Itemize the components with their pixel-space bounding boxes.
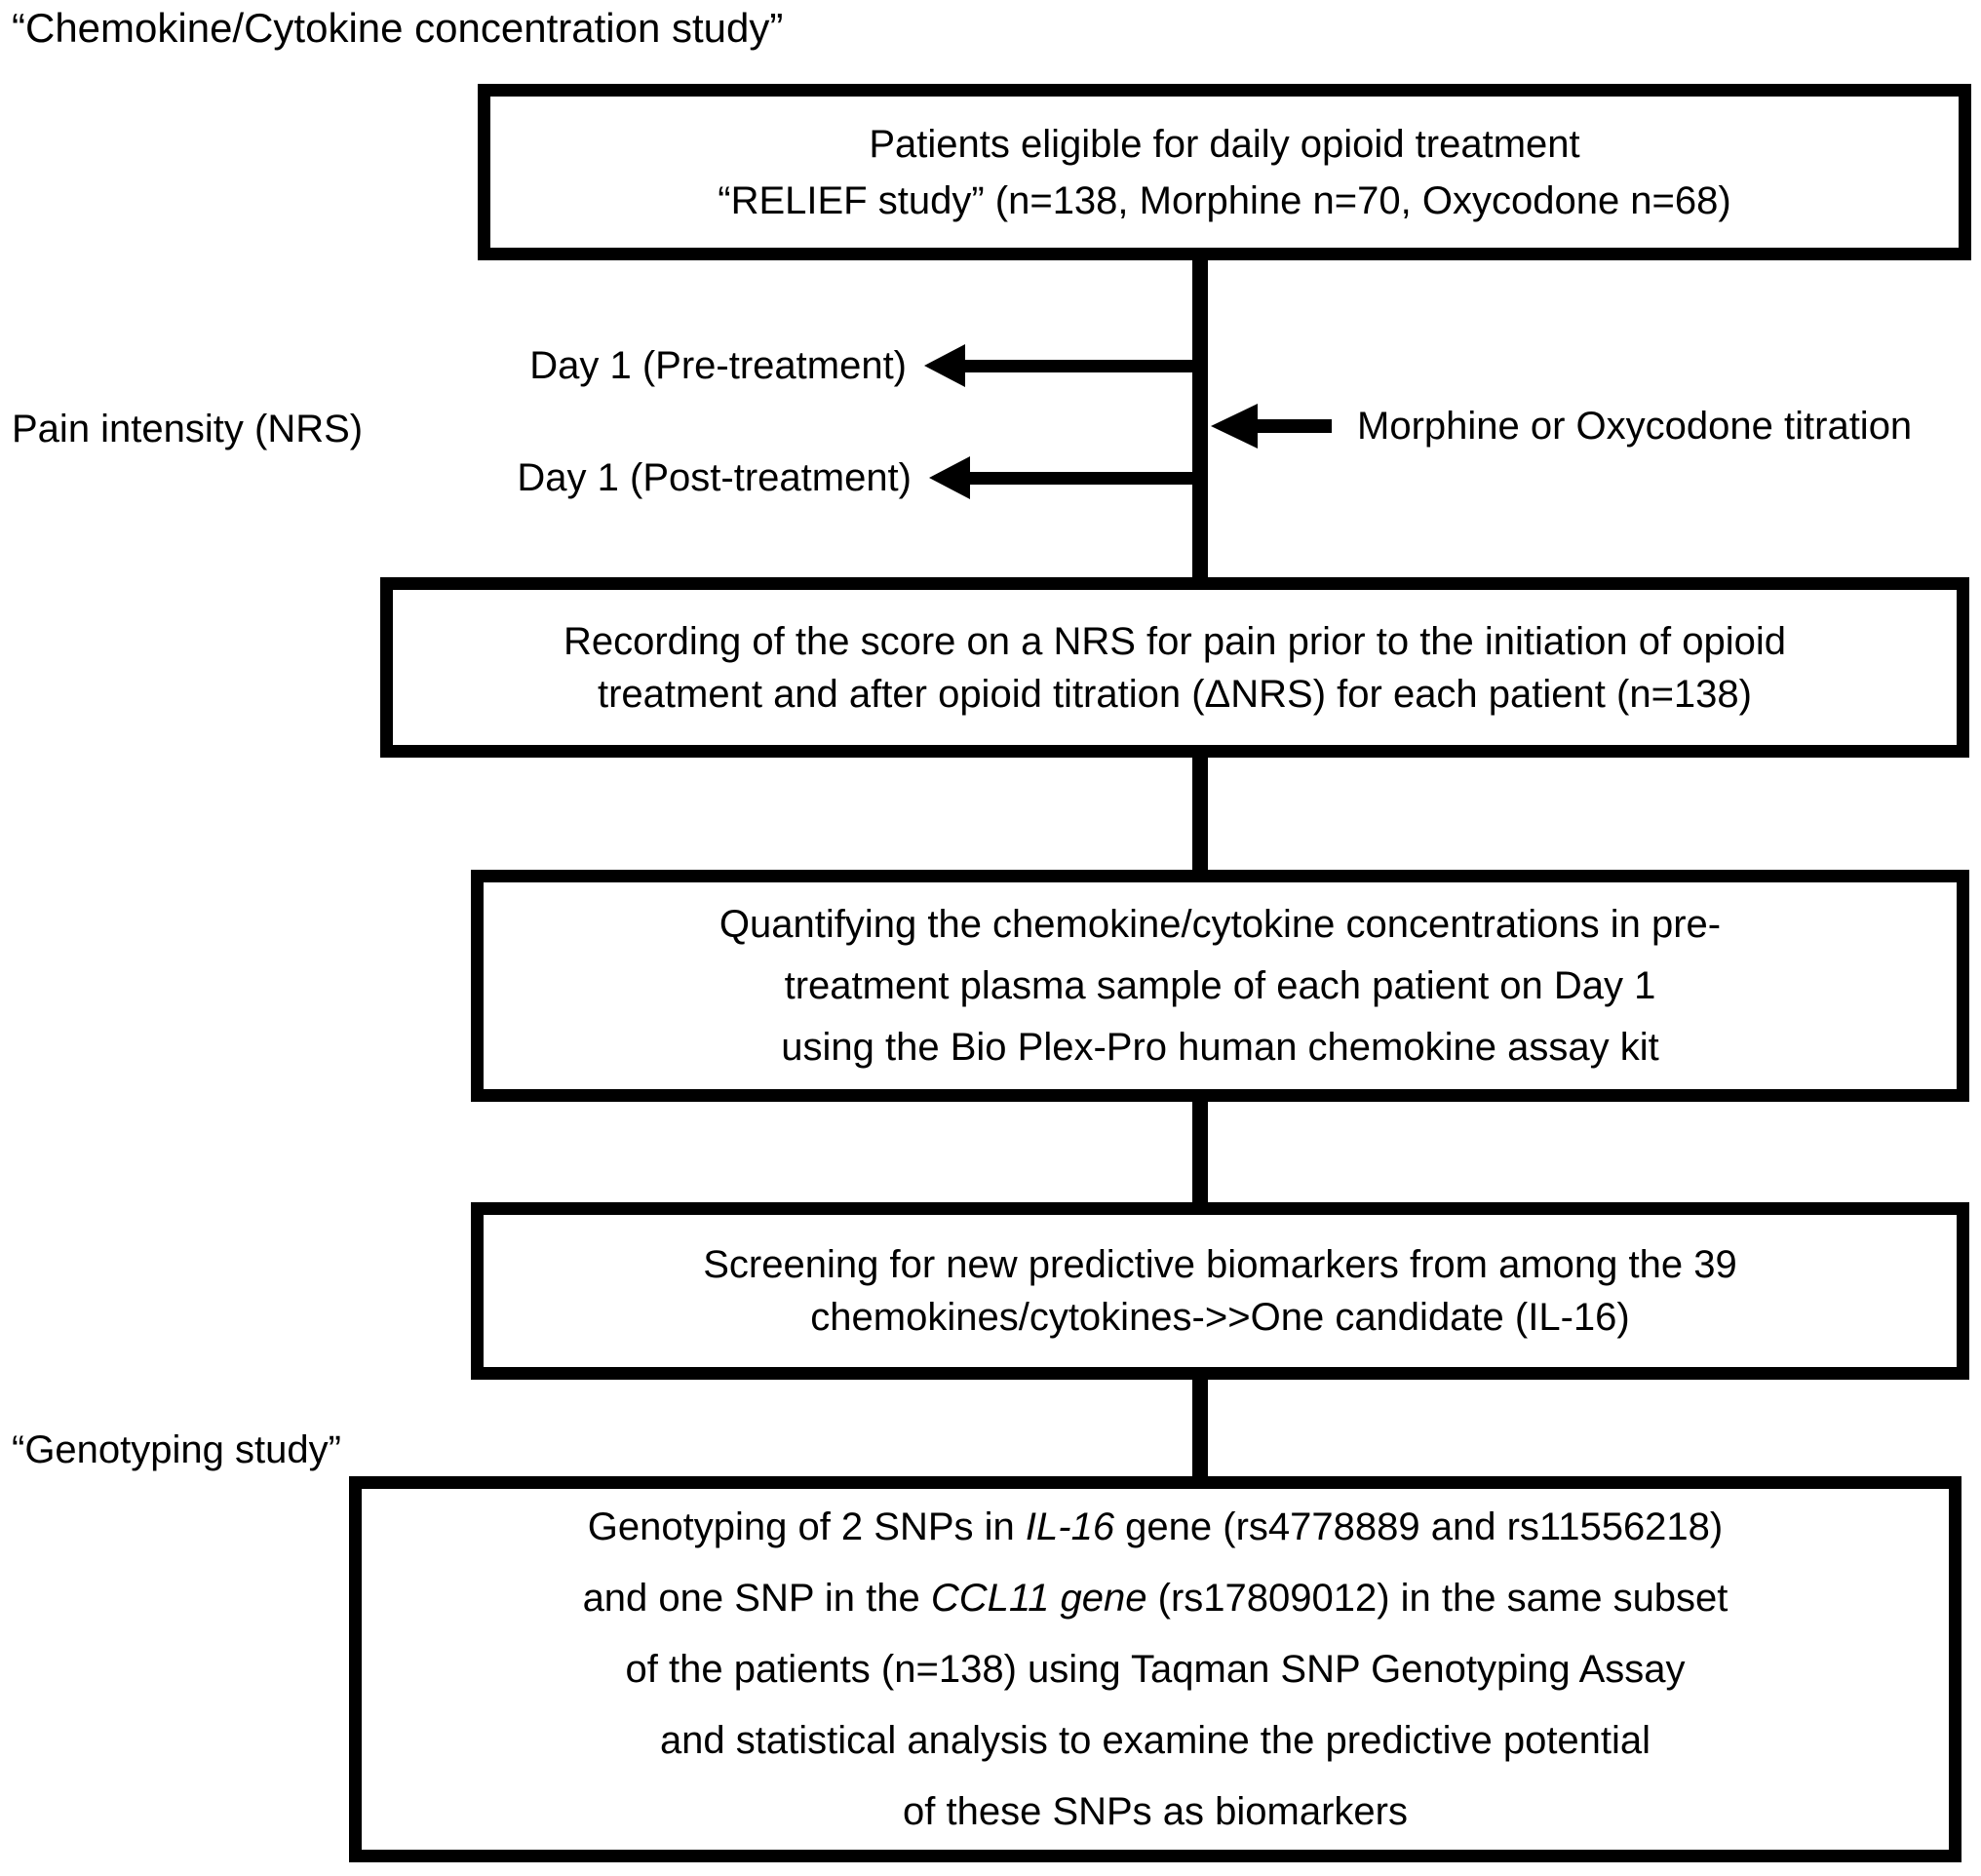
connector-box2-box3: [1192, 751, 1208, 878]
genotyping-box-line4: and statistical analysis to examine the …: [659, 1718, 1651, 1762]
gene-name-ccl11-italic: CCL11 gene: [930, 1576, 1147, 1620]
nrs-recording-box-line1: Recording of the score on a NRS for pain…: [563, 619, 1787, 663]
post-treatment-arrowhead-icon: [929, 456, 970, 499]
genotyping-line1-text-cont: gene (rs4778889 and rs11556218): [1114, 1505, 1724, 1548]
genotyping-line2-text: and one SNP in the: [582, 1576, 931, 1620]
genotyping-box-line5: of these SNPs as biomarkers: [903, 1789, 1408, 1833]
eligibility-box-line1: Patients eligible for daily opioid treat…: [869, 122, 1580, 166]
pre-treatment-arrow-shaft: [961, 360, 1192, 372]
gene-name-il16-italic: IL-16: [1025, 1505, 1115, 1548]
titration-arrowhead-icon: [1211, 404, 1258, 449]
genotyping-line1-text: Genotyping of 2 SNPs in: [587, 1505, 1026, 1548]
day1-post-treatment-label: Day 1 (Post-treatment): [517, 456, 912, 499]
post-treatment-arrow-shaft: [966, 472, 1192, 485]
genotyping-box: Genotyping of 2 SNPs in IL-16 gene (rs47…: [349, 1476, 1962, 1862]
nrs-recording-box-line2: treatment and after opioid titration (ΔN…: [597, 672, 1752, 716]
genotyping-box-line2: and one SNP in the CCL11 gene (rs1780901…: [583, 1563, 1729, 1634]
eligibility-box: Patients eligible for daily opioid treat…: [478, 84, 1971, 260]
quantify-box-line3: using the Bio Plex-Pro human chemokine a…: [781, 1025, 1659, 1069]
quantify-box-line2: treatment plasma sample of each patient …: [784, 963, 1656, 1007]
pain-intensity-label: Pain intensity (NRS): [12, 408, 364, 450]
connector-box4-box5: [1192, 1375, 1208, 1484]
connector-box3-box4: [1192, 1097, 1208, 1214]
eligibility-box-line2: “RELIEF study” (n=138, Morphine n=70, Ox…: [718, 178, 1731, 222]
genotyping-box-line1: Genotyping of 2 SNPs in IL-16 gene (rs47…: [588, 1492, 1724, 1563]
quantify-box: Quantifying the chemokine/cytokine conce…: [471, 870, 1969, 1102]
titration-label: Morphine or Oxycodone titration: [1357, 405, 1913, 448]
day1-pre-treatment-label: Day 1 (Pre-treatment): [529, 344, 907, 387]
screening-box: Screening for new predictive biomarkers …: [471, 1202, 1969, 1380]
screening-box-line2: chemokines/cytokines->>One candidate (IL…: [810, 1296, 1630, 1339]
genotyping-line2-text-cont: (rs17809012) in the same subset: [1146, 1576, 1729, 1620]
genotyping-box-line3: of the patients (n=138) using Taqman SNP…: [625, 1647, 1686, 1691]
nrs-recording-box: Recording of the score on a NRS for pain…: [380, 577, 1969, 758]
connector-box1-box2: [1192, 252, 1208, 589]
screening-box-line1: Screening for new predictive biomarkers …: [703, 1243, 1737, 1286]
titration-arrow-shaft: [1256, 419, 1332, 433]
quantify-box-line1: Quantifying the chemokine/cytokine conce…: [719, 902, 1722, 946]
genotyping-study-label: “Genotyping study”: [12, 1428, 341, 1471]
figure-title: “Chemokine/Cytokine concentration study”: [12, 5, 784, 51]
pre-treatment-arrowhead-icon: [924, 344, 965, 387]
